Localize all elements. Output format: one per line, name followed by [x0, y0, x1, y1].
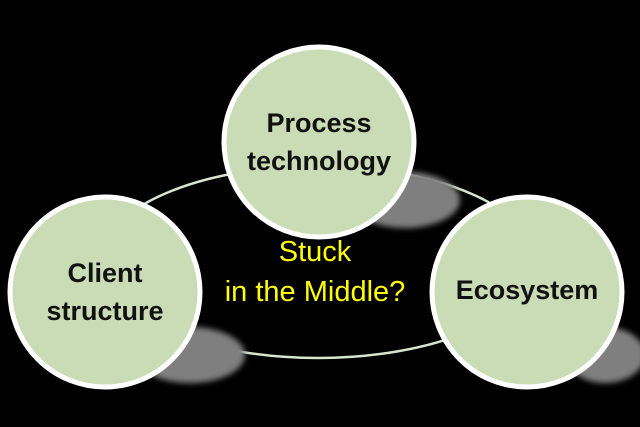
node-label: Process: [266, 108, 372, 138]
node-label: structure: [46, 296, 164, 326]
center-question: Stuck in the Middle?: [190, 232, 440, 312]
center-line-2: in the Middle?: [224, 276, 406, 308]
node-ecosystem: Ecosystem: [432, 197, 622, 383]
left-node-circle: [7, 194, 203, 390]
node-label: technology: [246, 146, 391, 176]
node-process-technology: Process technology: [224, 47, 414, 237]
center-line-1: Stuck: [278, 236, 352, 268]
node-label: Ecosystem: [455, 275, 599, 305]
node-label: Client: [67, 258, 143, 288]
node-client-structure: Client structure: [10, 197, 200, 387]
top-node-circle: [221, 44, 417, 240]
right-node-circle: [429, 194, 625, 390]
